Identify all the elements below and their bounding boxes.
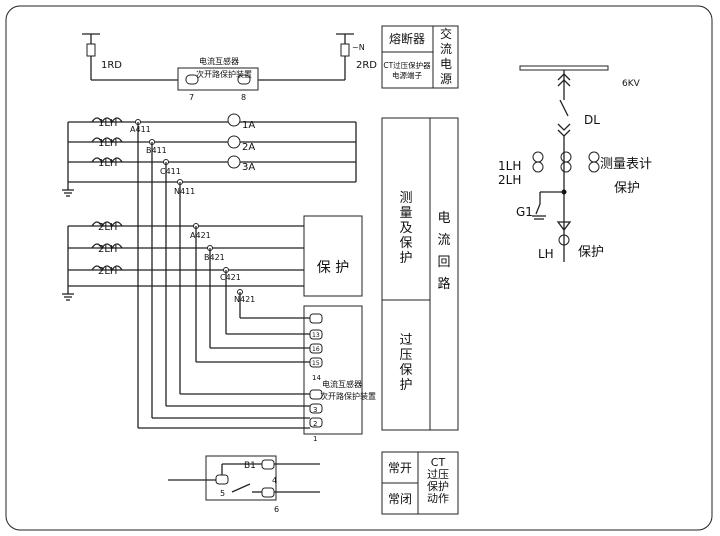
ac-power-label: 交流电源 (440, 26, 452, 86)
ct-coil-1lh-a-icon (91, 117, 123, 124)
disconnect-bottom-icon (557, 123, 571, 137)
ammeter-3a-icon (227, 155, 241, 169)
node-c421: C421 (220, 273, 241, 282)
breaker-dl-label: DL (584, 113, 600, 127)
legend-table: 测量及保护 电流回路 过压保护 (381, 117, 459, 431)
node-n411: N411 (174, 187, 195, 196)
current-loop-label: 电流回路 (437, 211, 450, 292)
fuse-supply-group: 1RD ~N 2RD 电流互感器 次开路保护装置 7 8 (82, 33, 377, 102)
relay-contact-group: B1 4 5 6 (168, 455, 320, 514)
breaker-dl-icon (559, 99, 569, 117)
ground-switch-label: G1 (516, 205, 533, 219)
ground-switch-icon (535, 203, 541, 215)
meter-3a-label: 3A (242, 162, 255, 173)
relay-terminal-6: 6 (274, 505, 279, 514)
lh-protect-label: 保护 (578, 245, 604, 260)
ct-coil-2lh-a-icon (91, 221, 123, 228)
relay-terminal-5: 5 (220, 489, 225, 498)
terminal-icon (309, 403, 323, 414)
relay-terminal-4-icon (261, 459, 275, 470)
terminal-15: 15 (312, 360, 320, 367)
terminal-icon (309, 417, 323, 428)
relay-terminal-4: 4 (272, 476, 277, 485)
relay-terminal-5-icon (215, 474, 229, 485)
terminal-14: 14 (312, 374, 321, 382)
ct-label-2lh-b: 2LH (98, 244, 117, 255)
ct-coil-1lh-c-icon (91, 157, 123, 164)
ct-label-1lh-b: 1LH (98, 138, 117, 149)
terminal-16: 16 (312, 346, 320, 353)
meter-protect-text: 保护 (614, 181, 640, 196)
ct-label-1lh-a: 1LH (98, 118, 117, 129)
fuse-1rd-icon (86, 43, 96, 57)
terminal-icon (309, 313, 323, 324)
ct-coil-2lh-b-icon (91, 243, 123, 250)
ammeter-1a-icon (227, 113, 241, 127)
ct-label-2lh-c: 2LH (98, 266, 117, 277)
protect-ct-group: 2LH 2LH 2LH A421 B421 C421 N421 保 护 (62, 215, 363, 304)
device-top-line2: 次开路保护装置 (196, 69, 252, 79)
single-line-diagram: 6KV DL 1LH 2LH 测量表计 保护 G1 LH 保护 (498, 65, 652, 262)
ct-1lh-label: 1LH (498, 159, 521, 173)
fuse-2rd-mark: ~N (352, 43, 365, 52)
busbar (519, 65, 609, 71)
terminal-13: 13 (312, 332, 320, 339)
measure-protect-label: 测量及保护 (399, 191, 412, 266)
node-b421: B421 (204, 253, 225, 262)
ct-terminal-line2: 电源端子 (392, 70, 422, 80)
ct-terminal-line1: CT过压保护器 (383, 60, 431, 70)
meter-1a-label: 1A (242, 120, 255, 131)
fuse-2rd-label: 2RD (356, 60, 377, 71)
bus-voltage-label: 6KV (622, 79, 641, 89)
fuse-power-table: 熔断器 交流电源 CT过压保护器 电源端子 (381, 25, 459, 89)
measure-ct-group: 1LH 1LH 1LH 1A 2A 3A A411 B411 C411 N411 (62, 113, 357, 197)
lh-label: LH (538, 247, 554, 261)
node-c411: C411 (160, 167, 181, 176)
fuse-2rd-icon (340, 43, 350, 57)
ct-coil-2lh-c-icon (91, 265, 123, 272)
overvoltage-label: 过压保护 (399, 333, 412, 393)
normally-open-label: 常开 (388, 461, 412, 475)
relay-label-b1: B1 (244, 461, 256, 471)
ct-label-2lh-a: 2LH (98, 222, 117, 233)
node-a411: A411 (130, 125, 151, 134)
cable-head-icon (556, 221, 572, 232)
terminal-7-icon (185, 74, 199, 85)
outer-frame (5, 5, 713, 531)
node-a421: A421 (190, 231, 211, 240)
device-line2: 次开路保护装置 (320, 391, 376, 401)
terminal-2: 2 (313, 420, 317, 428)
ct-protector-device-top (177, 67, 259, 91)
device-line1: 电流互感器 (322, 379, 362, 389)
terminal-8-icon (237, 74, 251, 85)
ct-label-1lh-c: 1LH (98, 158, 117, 169)
device-top-line1: 电流互感器 (199, 56, 239, 66)
disconnect-top-icon (557, 73, 571, 87)
normally-closed-label: 常闭 (388, 492, 412, 506)
fuse-1rd-label: 1RD (101, 60, 122, 71)
ammeter-2a-icon (227, 135, 241, 149)
terminal-3: 3 (313, 406, 317, 414)
node-b411: B411 (146, 146, 167, 155)
ct-protector-device: 13 16 15 14 3 2 1 电流互感器 次开路保护装置 (137, 122, 376, 443)
ct-coil-1lh-b-icon (91, 137, 123, 144)
lh-ct-icon (558, 234, 570, 246)
node-n421: N421 (234, 295, 255, 304)
meter-2a-label: 2A (242, 142, 255, 153)
fuse-header: 熔断器 (389, 31, 425, 46)
protection-box-label: 保 护 (317, 260, 349, 276)
protection-box (303, 215, 363, 297)
terminal-1: 1 (313, 435, 317, 443)
terminal-8-label: 8 (241, 93, 246, 102)
ct-2lh-label: 2LH (498, 173, 521, 187)
meter-text: 测量表计 (600, 157, 652, 172)
terminal-7-label: 7 (189, 93, 194, 102)
relay-terminal-6-icon (261, 487, 275, 498)
